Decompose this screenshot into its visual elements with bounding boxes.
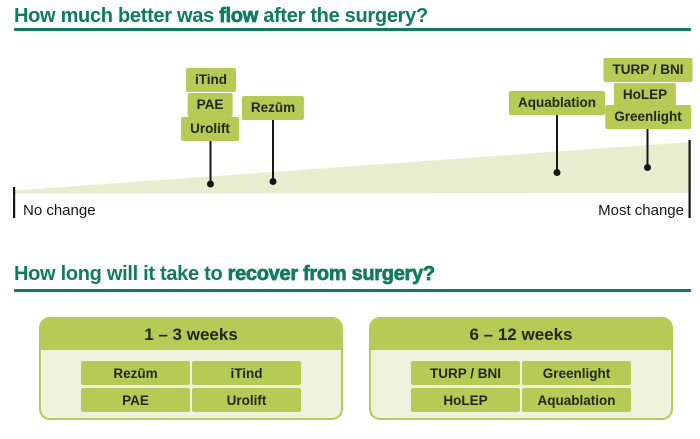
flow-title-underline bbox=[14, 28, 691, 31]
recovery-title-pre: How long will it take to bbox=[14, 263, 228, 285]
flow-chip-aquablation: Aquablation bbox=[509, 91, 605, 115]
dot-rezum bbox=[269, 178, 277, 185]
dot-aquablation bbox=[553, 169, 561, 176]
recovery-chip-aquablation: Aquablation bbox=[522, 388, 631, 412]
flow-title-post: after the surgery? bbox=[257, 5, 428, 27]
panel-1-3-weeks-header: 1 – 3 weeks bbox=[41, 319, 341, 350]
flow-section-title: How much better was flow after the surge… bbox=[14, 5, 428, 28]
flow-title-bold: flow bbox=[219, 5, 259, 28]
flow-wedge-graphic bbox=[13, 115, 691, 218]
flow-chip-rezum: Rezūm bbox=[241, 96, 305, 120]
axis-tick-left bbox=[13, 187, 16, 218]
panel-6-12-weeks-header: 6 – 12 weeks bbox=[371, 319, 671, 350]
recovery-title-underline bbox=[14, 289, 691, 292]
flow-chip-urolift: Urolift bbox=[181, 117, 239, 141]
dot-urolift-group bbox=[207, 180, 214, 188]
recovery-chip-urolift: Urolift bbox=[192, 388, 301, 412]
recovery-section-title: How long will it take to recover from su… bbox=[14, 263, 435, 286]
axis-tick-right bbox=[688, 140, 691, 218]
recovery-chip-pae: PAE bbox=[81, 388, 190, 412]
recovery-chip-turp-bni: TURP / BNI bbox=[411, 361, 520, 385]
recovery-chip-holep: HoLEP bbox=[411, 388, 520, 412]
recovery-chip-itind: iTind bbox=[192, 361, 301, 385]
flow-chip-turp-bni: TURP / BNI bbox=[603, 58, 693, 82]
axis-label-no-change: No change bbox=[23, 202, 96, 219]
recovery-title-bold: recover from surgery? bbox=[227, 263, 435, 286]
recovery-chip-rezum: Rezūm bbox=[81, 361, 190, 385]
panel-1-3-weeks: 1 – 3 weeks Rezūm iTind PAE Urolift bbox=[39, 317, 343, 420]
flow-chip-pae: PAE bbox=[187, 93, 233, 117]
flow-chip-itind: iTind bbox=[186, 68, 236, 92]
recovery-chip-greenlight: Greenlight bbox=[522, 361, 631, 385]
flow-chip-holep: HoLEP bbox=[613, 83, 677, 107]
panel-6-12-weeks: 6 – 12 weeks TURP / BNI Greenlight HoLEP… bbox=[369, 317, 673, 420]
flow-title-pre: How much better was bbox=[14, 5, 220, 27]
axis-label-most-change: Most change bbox=[598, 202, 684, 219]
panel-6-12-weeks-body: TURP / BNI Greenlight HoLEP Aquablation bbox=[371, 350, 671, 412]
flow-chip-greenlight: Greenlight bbox=[605, 105, 691, 129]
dot-greenlight-group bbox=[644, 164, 651, 171]
panel-1-3-weeks-body: Rezūm iTind PAE Urolift bbox=[41, 350, 341, 412]
wedge-shape bbox=[14, 142, 690, 194]
